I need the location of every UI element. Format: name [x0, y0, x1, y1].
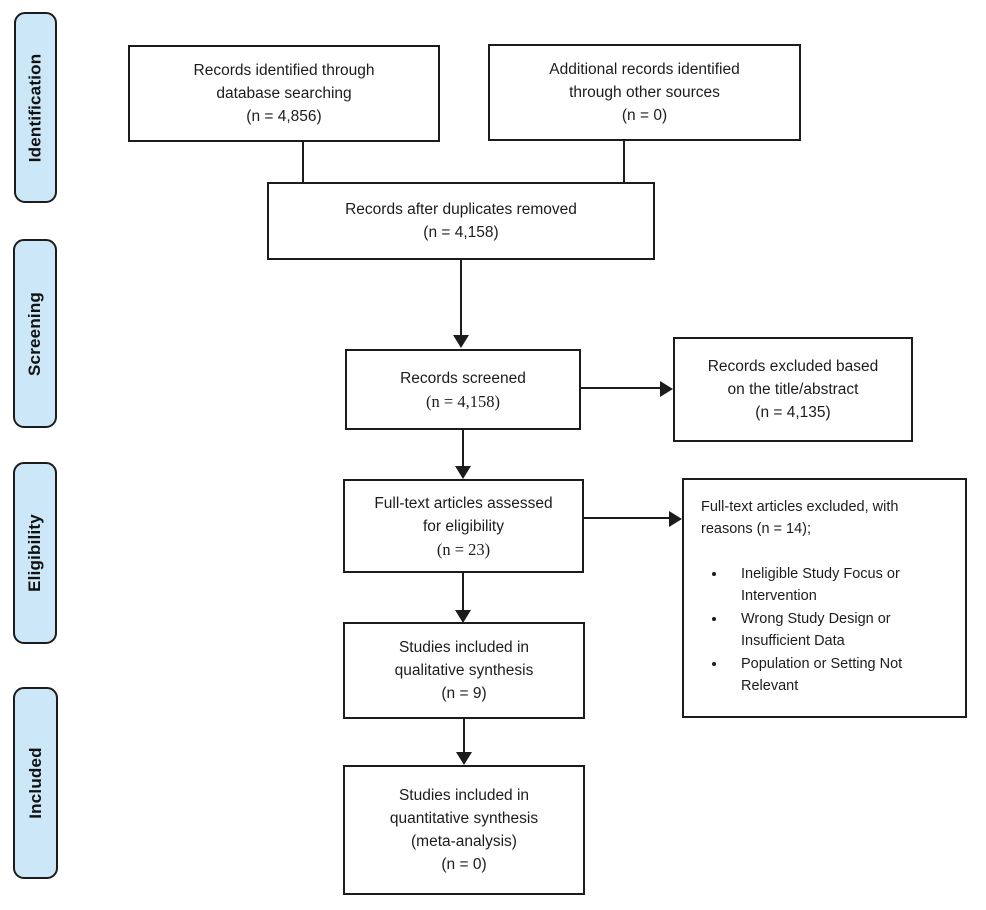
- arrow-down-icon: [456, 752, 472, 765]
- stage-label-screening: Screening: [13, 239, 57, 428]
- box-line: Records after duplicates removed: [345, 201, 577, 218]
- stage-label-identification: Identification: [14, 12, 57, 203]
- connector-line: [302, 142, 304, 183]
- arrow-right-icon: [660, 381, 673, 397]
- box-count: (n = 9): [441, 685, 487, 702]
- box-count: (n = 4,135): [755, 404, 831, 421]
- box-fulltext-assessed: Full-text articles assessed for eligibil…: [343, 479, 584, 573]
- box-fulltext-excluded: Full-text articles excluded, with reason…: [682, 478, 967, 718]
- box-count: (n = 23): [436, 539, 491, 559]
- box-records-identified: Records identified through database sear…: [128, 45, 440, 142]
- box-line: (meta-analysis): [411, 833, 517, 850]
- box-line: through other sources: [569, 84, 720, 101]
- arrow-line: [460, 259, 462, 336]
- box-line: Records excluded based: [707, 358, 879, 375]
- arrow-line: [462, 573, 464, 611]
- connector-line: [623, 141, 625, 183]
- exclusion-reason-item: Ineligible Study Focus or Intervention: [727, 563, 955, 607]
- box-count: (n = 0): [441, 856, 487, 873]
- exclusion-reason-list: Ineligible Study Focus or Intervention W…: [701, 563, 955, 698]
- arrow-right-icon: [669, 511, 682, 527]
- stage-label-included: Included: [13, 687, 58, 879]
- box-line: on the title/abstract: [727, 381, 859, 398]
- box-line: qualitative synthesis: [394, 662, 534, 679]
- arrow-down-icon: [453, 335, 469, 348]
- arrow-line: [463, 719, 465, 753]
- stage-label-text: Screening: [25, 291, 44, 376]
- box-line: quantitative synthesis: [389, 810, 539, 827]
- box-line: Studies included in: [398, 787, 530, 804]
- box-line: Full-text articles excluded, with: [701, 499, 899, 515]
- box-line: reasons (n = 14);: [701, 521, 812, 537]
- box-line: for eligibility: [423, 517, 504, 535]
- box-quantitative-synthesis: Studies included in quantitative synthes…: [343, 765, 585, 895]
- box-additional-records: Additional records identified through ot…: [488, 44, 801, 141]
- arrow-down-icon: [455, 610, 471, 623]
- stage-label-text: Identification: [25, 53, 45, 162]
- box-count: (n = 0): [621, 107, 668, 124]
- box-line: Studies included in: [398, 639, 530, 656]
- box-count: (n = 4,856): [246, 108, 322, 125]
- box-line: database searching: [216, 85, 352, 102]
- box-duplicates-removed: Records after duplicates removed (n = 4,…: [267, 182, 655, 260]
- box-line: Full-text articles assessed: [374, 494, 553, 512]
- box-qualitative-synthesis: Studies included in qualitative synthesi…: [343, 622, 585, 719]
- stage-label-text: Eligibility: [25, 514, 45, 592]
- box-line: Additional records identified: [549, 61, 740, 78]
- exclusion-reason-item: Wrong Study Design or Insufficient Data: [727, 608, 955, 652]
- box-count: (n = 4,158): [426, 391, 500, 411]
- arrow-line: [581, 387, 661, 389]
- box-records-screened: Records screened (n = 4,158): [345, 349, 581, 430]
- stage-label-text: Included: [25, 747, 45, 819]
- arrow-down-icon: [455, 466, 471, 479]
- box-records-excluded: Records excluded based on the title/abst…: [673, 337, 913, 442]
- arrow-line: [462, 430, 464, 467]
- exclusion-reason-item: Population or Setting Not Relevant: [727, 653, 955, 697]
- box-line: Records screened: [400, 369, 526, 387]
- arrow-line: [584, 517, 670, 519]
- stage-label-eligibility: Eligibility: [13, 462, 57, 644]
- box-line: Records identified through: [193, 62, 375, 79]
- box-count: (n = 4,158): [423, 224, 499, 241]
